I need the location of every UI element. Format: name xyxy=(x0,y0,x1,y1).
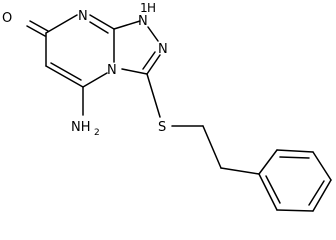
bond-c3-n4 xyxy=(121,68,148,75)
bond-n1-n2 xyxy=(147,26,159,42)
phenyl-bond-6 xyxy=(258,173,278,211)
bond-c-o-double-2 xyxy=(26,25,46,37)
phenyl-inner-2 xyxy=(308,180,325,206)
bond-n2-c3 xyxy=(146,54,161,75)
bond-ch2-ch2 xyxy=(202,125,222,169)
bond-ch2-phenyl xyxy=(220,167,260,175)
n4-bridge-label: N xyxy=(107,63,117,78)
n1-h-label: 1 xyxy=(140,1,148,15)
phenyl-bond-4 xyxy=(312,179,332,212)
phenyl-bond-5 xyxy=(276,209,314,212)
bond-n2-c3-inner xyxy=(142,51,156,70)
phenyl-bond-2 xyxy=(276,149,314,153)
bond-n4-c5 xyxy=(82,72,108,88)
n8-label: N xyxy=(78,9,88,24)
phenyl-bond-3 xyxy=(312,151,332,181)
n1-label: N xyxy=(138,14,148,29)
bond-c5-c6-inner xyxy=(50,62,82,81)
oxygen-label: O xyxy=(2,11,12,26)
bond-n8-c8a-inner xyxy=(89,21,109,34)
n2-label: N xyxy=(158,42,168,57)
bond-c8a-n1 xyxy=(113,20,141,30)
amino-subscript: 2 xyxy=(94,128,100,138)
molecule-diagram: O N N 1 H N N S NH 2 xyxy=(2,1,332,212)
bond-n8-c8a xyxy=(89,14,115,30)
bond-c-o-double-1 xyxy=(29,20,49,32)
phenyl-inner-3 xyxy=(265,175,281,204)
sulfur-label: S xyxy=(158,120,166,135)
phenyl-bond-1 xyxy=(258,149,278,175)
amino-label: NH xyxy=(71,120,91,135)
n1-h-atom: H xyxy=(147,1,156,15)
bond-c3-s xyxy=(146,73,161,118)
bond-c7-n8 xyxy=(45,14,78,34)
phenyl-inner-1 xyxy=(279,156,310,159)
bond-c5-c6 xyxy=(45,65,84,88)
